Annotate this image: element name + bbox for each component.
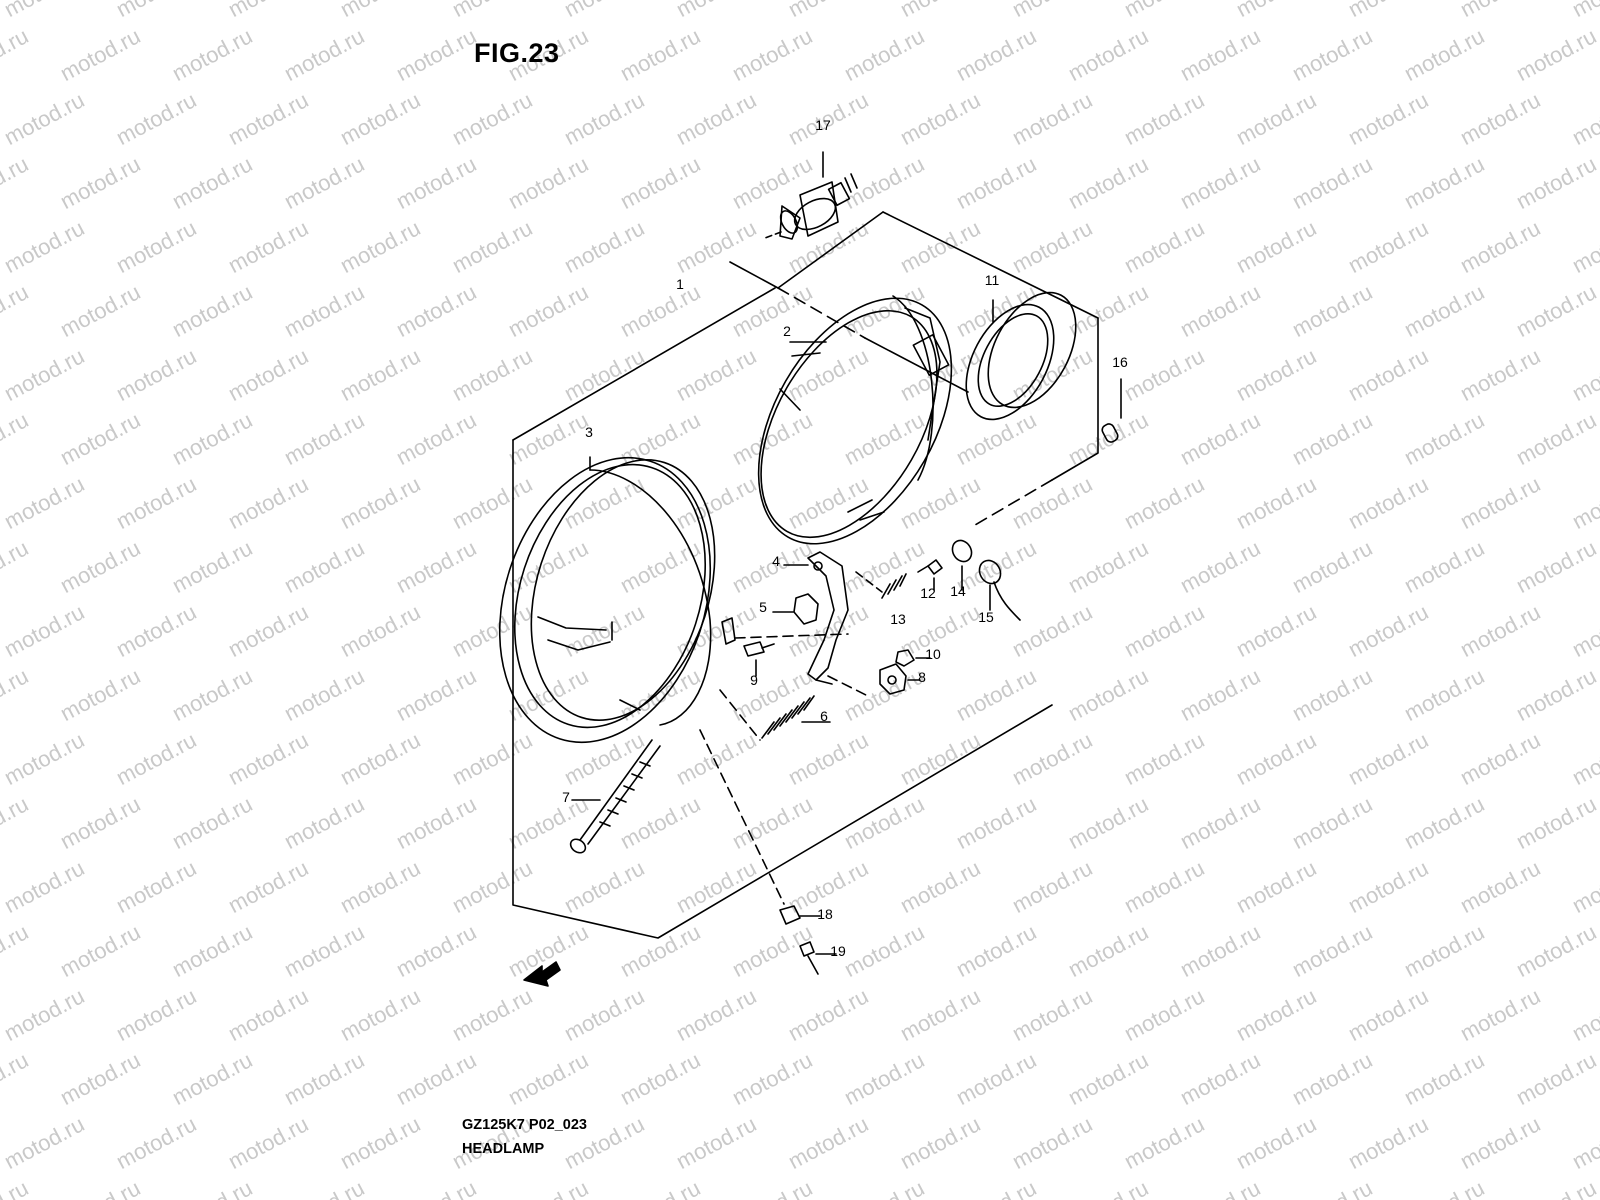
figure-title: FIG.23	[474, 38, 560, 68]
spring-6	[719, 689, 831, 741]
callout-5: 5	[759, 599, 767, 615]
nut-5	[772, 593, 819, 625]
nut-18	[699, 729, 821, 925]
callout-12: 12	[920, 585, 936, 601]
position-bulb	[1101, 378, 1122, 443]
callout-1: 1	[676, 276, 684, 292]
callout-16: 16	[1112, 354, 1128, 370]
screw-19	[799, 941, 837, 975]
figure-code: GZ125K7 P02_023	[462, 1117, 587, 1133]
screw-9	[734, 633, 849, 677]
callout-7: 7	[562, 789, 570, 805]
adjust-screw-7	[569, 739, 661, 854]
callout-17: 17	[815, 117, 831, 133]
callout-15: 15	[978, 609, 994, 625]
callout-6: 6	[820, 708, 828, 724]
socket-cover	[965, 291, 1077, 421]
callout-13: 13	[890, 611, 906, 627]
headlamp-bulb	[764, 151, 858, 240]
callout-19: 19	[830, 943, 846, 959]
cap-14	[951, 539, 973, 591]
front-direction-arrow-icon	[523, 961, 561, 987]
callout-2: 2	[783, 323, 791, 339]
callout-4: 4	[772, 553, 780, 569]
callout-18: 18	[817, 906, 833, 922]
adjust-bracket	[783, 551, 849, 685]
callout-3: 3	[585, 424, 593, 440]
callout-9: 9	[750, 672, 758, 688]
nut-10	[895, 649, 931, 667]
figure-name: HEADLAMP	[462, 1141, 545, 1157]
callout-11: 11	[985, 272, 1000, 288]
callout-10: 10	[925, 646, 941, 662]
socket-15	[978, 559, 1021, 621]
nut-8	[827, 663, 921, 697]
callout-8: 8	[918, 669, 926, 685]
headlamp-rim	[498, 456, 736, 744]
headlamp-unit	[757, 295, 953, 545]
callout-14: 14	[950, 583, 966, 599]
screw-12	[917, 559, 943, 591]
spring-13	[855, 571, 907, 599]
